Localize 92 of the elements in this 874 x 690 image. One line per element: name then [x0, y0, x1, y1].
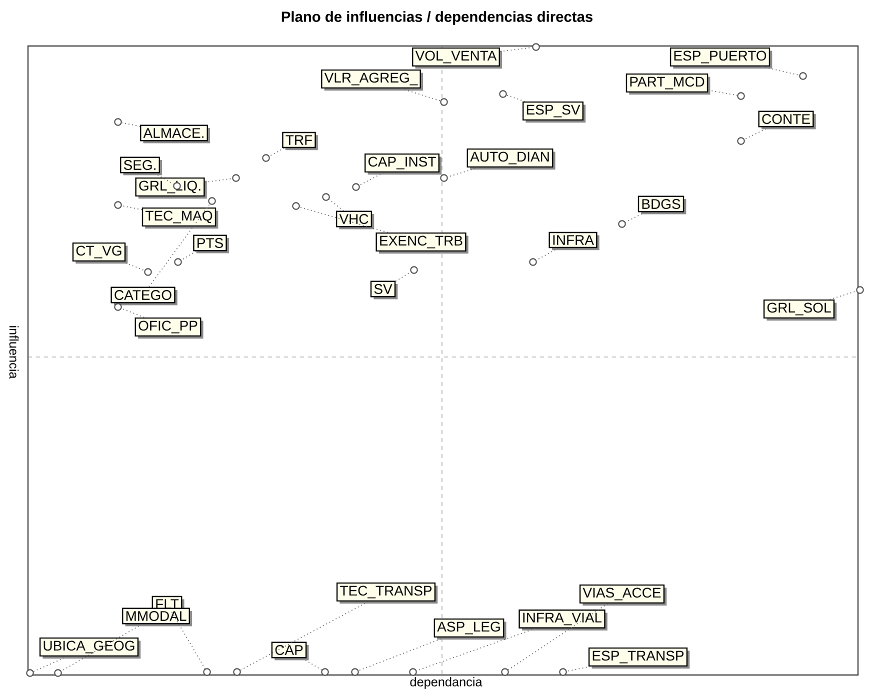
- leader-line: [328, 198, 344, 212]
- label-box: BDGS: [638, 196, 686, 214]
- label-box: GRL_SOL: [763, 299, 837, 321]
- leader-line: [566, 666, 591, 672]
- data-point: [501, 668, 509, 676]
- data-point: [203, 668, 211, 676]
- leader-line: [33, 656, 68, 672]
- leader-line: [171, 612, 206, 670]
- data-point: [292, 202, 300, 210]
- leader-line: [358, 172, 384, 186]
- label-box: TEC_TRANSP: [336, 582, 438, 604]
- label-box: VOL_VENTA: [412, 47, 502, 69]
- data-point: [54, 669, 62, 677]
- data-point: [410, 266, 418, 274]
- label-box: ASP_LEG: [434, 618, 506, 640]
- data-point: [440, 98, 448, 106]
- leader-line: [829, 290, 857, 300]
- axis-label: dependancia: [410, 677, 482, 689]
- data-point: [26, 669, 34, 677]
- data-point: [208, 197, 216, 205]
- label-box: CATEGO: [110, 286, 178, 306]
- data-point: [174, 258, 182, 266]
- label-box: ESP_PUERTO: [670, 47, 772, 69]
- leader-line: [122, 261, 145, 272]
- label-box: SV: [370, 280, 398, 300]
- label-box: CT_VG: [72, 242, 128, 264]
- data-point: [351, 668, 359, 676]
- data-point: [114, 303, 122, 311]
- leader-line: [761, 66, 800, 76]
- data-point: [618, 220, 626, 228]
- label-box: VLR_AGREG_: [321, 69, 424, 91]
- data-point: [737, 92, 745, 100]
- data-point: [233, 668, 241, 676]
- leader-line: [121, 205, 142, 210]
- label-box: TRF: [282, 132, 318, 150]
- leader-line: [744, 126, 770, 140]
- data-point: [144, 268, 152, 276]
- label-box: CAP_INST: [364, 153, 442, 175]
- leader-line: [302, 658, 322, 670]
- leader-line: [121, 122, 140, 127]
- leader-line: [204, 178, 233, 183]
- data-point: [737, 137, 745, 145]
- leader-line: [180, 250, 197, 260]
- leader-line: [506, 94, 526, 102]
- label-box: SEG.: [120, 156, 162, 176]
- leader-line: [624, 212, 646, 223]
- data-point: [114, 118, 122, 126]
- label-box: PART_MCD: [626, 73, 710, 95]
- leader-line: [240, 601, 369, 671]
- label-box: INFRA_VIAL: [518, 610, 608, 631]
- leader-line: [154, 172, 174, 185]
- leader-line: [536, 248, 559, 261]
- data-point: [499, 90, 507, 98]
- data-point: [559, 668, 567, 676]
- data-point: [321, 668, 329, 676]
- chart-title: Plano de influencias / dependencias directas: [282, 11, 592, 25]
- data-point: [799, 72, 807, 80]
- label-box: CONTE: [758, 110, 816, 130]
- label-box: ALMACE.: [140, 124, 210, 144]
- data-point: [856, 286, 864, 294]
- label-box: INFRA: [548, 232, 600, 250]
- label-box: EXENC_TRB: [376, 232, 468, 254]
- label-box: OFIC_PP: [134, 317, 204, 339]
- data-point: [322, 193, 330, 201]
- data-point: [352, 183, 360, 191]
- label-box: TEC_MAQ: [142, 207, 218, 229]
- leader-line: [400, 88, 441, 102]
- leader-line: [358, 637, 445, 672]
- leader-line: [447, 167, 479, 178]
- leader-line: [60, 624, 142, 672]
- label-box: VHC: [336, 210, 374, 230]
- label-box: VIAS_ACCE: [579, 584, 667, 606]
- label-box: AUTO_DIAN: [466, 148, 556, 170]
- axis-label: influencia: [9, 326, 19, 379]
- leader-line: [416, 628, 536, 672]
- label-box: PTS: [193, 234, 229, 254]
- data-point: [114, 201, 122, 209]
- data-point: [262, 154, 270, 162]
- data-point: [440, 174, 448, 182]
- data-point: [232, 174, 240, 182]
- leader-line: [395, 272, 412, 282]
- label-box: CAP: [271, 642, 309, 660]
- data-point: [409, 668, 417, 676]
- leader-line: [708, 90, 738, 96]
- leader-line: [299, 206, 388, 233]
- leader-line: [121, 308, 145, 318]
- data-point: [532, 43, 540, 51]
- data-point: [529, 258, 537, 266]
- label-box: ESP_SV: [522, 101, 586, 123]
- leader-line: [268, 148, 285, 157]
- label-box: ESP_TRANSP: [588, 647, 690, 669]
- label-box: UBICA_GEOG: [39, 637, 141, 659]
